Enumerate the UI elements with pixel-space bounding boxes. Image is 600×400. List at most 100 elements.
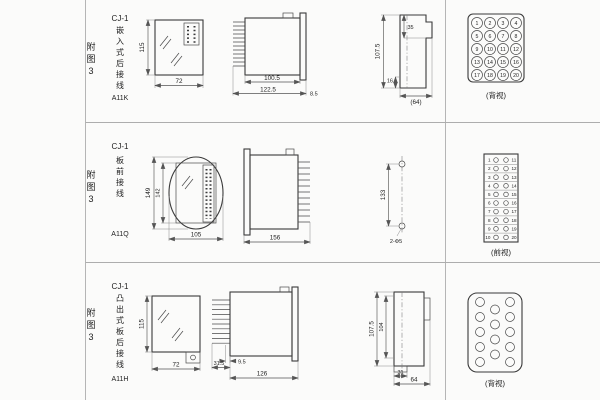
cutout-profile	[393, 291, 425, 367]
pin-number: 14	[512, 183, 518, 188]
pin-circle	[503, 200, 509, 206]
pin-circle	[471, 17, 483, 29]
pin-circle	[497, 17, 509, 29]
dim-label-flange: 8.5	[310, 92, 318, 98]
pin-number: 5	[476, 34, 479, 40]
dim-panel-inner: 104	[379, 295, 394, 359]
pin-circle	[503, 157, 509, 163]
pin-circle	[471, 56, 483, 68]
dim-label: 104	[379, 322, 385, 331]
pin-circle	[490, 304, 500, 315]
fig-char: 附	[86, 307, 95, 318]
pin-number: 20	[512, 235, 518, 240]
pin-number: 11	[500, 47, 505, 53]
pin-number: 14	[487, 60, 493, 66]
dim-height: 115	[139, 295, 152, 353]
pin-circle	[475, 342, 485, 352]
dim-height-inner: 142	[155, 162, 176, 224]
dim-height: 115	[139, 19, 155, 76]
pin-circle	[510, 43, 522, 55]
pin-circle	[493, 226, 499, 232]
top-tab	[279, 286, 290, 293]
top-tab	[282, 12, 294, 19]
pin-circle	[471, 69, 483, 81]
pin-circle	[503, 217, 509, 223]
fig-char: 附	[86, 169, 95, 180]
pin-number: 19	[512, 226, 518, 231]
row3-side-view: 9.5 31.5 126	[211, 286, 299, 381]
dim-label: (64)	[410, 99, 421, 106]
pin-circle	[493, 183, 499, 189]
cutout-profile	[399, 14, 433, 89]
pin-number: 12	[513, 47, 519, 53]
pin-number: 16	[513, 60, 519, 66]
row1-labels: 附 图 3 CJ-1 嵌 入 式 后 接 线 A11K	[86, 14, 129, 102]
pin-number: 6	[489, 34, 492, 40]
pin-number: 3	[502, 21, 505, 27]
pin-circle	[484, 43, 496, 55]
row2-drilling-plan: 133 2-Φ5	[380, 156, 406, 245]
pin-number: 19	[500, 73, 506, 79]
view-label: (背视)	[485, 378, 505, 388]
pin-number: 7	[488, 209, 491, 214]
pin-number: 16	[512, 201, 518, 206]
type-code: A11K	[112, 95, 129, 102]
view-label: (前视)	[491, 247, 511, 257]
pin-number: 1	[476, 21, 479, 27]
terminal-strip-outline	[483, 153, 519, 243]
mounting-flange	[243, 148, 251, 236]
pin-number: 11	[512, 158, 517, 163]
pin-circle	[505, 327, 515, 337]
pin-circle	[505, 312, 515, 322]
pin-circle	[510, 30, 522, 42]
mirror-marks	[157, 309, 184, 342]
pin-number: 4	[515, 21, 518, 27]
dim-label: 72	[175, 78, 183, 85]
dim-label: 149	[145, 187, 152, 198]
type-code: A11H	[112, 376, 129, 383]
mount-char: 式	[116, 315, 124, 325]
terminal-pins	[212, 299, 230, 344]
mount-char: 线	[116, 188, 124, 198]
mount-char: 出	[116, 304, 124, 314]
pin-circle	[503, 165, 509, 172]
model-label: CJ-1	[112, 142, 129, 151]
dim-label: 9.5	[238, 360, 246, 366]
row3-pin-view: (背视)	[467, 292, 523, 388]
pin-circle	[493, 217, 499, 223]
pin-circle	[503, 183, 509, 189]
fig-char: 附	[86, 41, 95, 52]
pin-grid-back-view: 1 2 3 4 5 6 7 8 9 10 11 12 13 14 15 16 1…	[471, 17, 522, 81]
model-label: CJ-1	[112, 282, 129, 291]
row3-front-view: 115 72	[139, 295, 201, 372]
row2-side-view: 156	[243, 148, 311, 245]
pin-number: 8	[515, 34, 518, 40]
pin-number: 9	[476, 47, 479, 53]
dim-width: 105	[168, 196, 224, 242]
pin-circle	[471, 43, 483, 55]
pin-circle	[503, 208, 509, 215]
mount-char: 入	[116, 37, 124, 46]
dim-label: 126	[257, 371, 268, 378]
pin-circle	[490, 334, 500, 345]
pin-number: 10	[487, 47, 493, 53]
pin-number: 17	[474, 73, 480, 79]
dim-label: 31	[397, 370, 403, 376]
row3-labels: 附 图 3 CJ-1 凸 出 式 板 后 接 线 A11H	[86, 282, 129, 383]
dim-panel-height: 107.5	[369, 291, 394, 367]
row1-side-view: 100.5 122.5 8.5	[232, 12, 318, 98]
model-label: CJ-1	[112, 14, 129, 23]
row3-panel-cutout: 107.5 104 31 64	[369, 291, 431, 387]
fig-char: 3	[88, 66, 93, 76]
dim-label: 133	[380, 189, 387, 200]
terminal-block	[185, 351, 201, 364]
fig-char: 3	[88, 332, 93, 342]
relay-body	[244, 17, 301, 76]
pin-circle	[510, 17, 522, 29]
pin-circle	[493, 234, 499, 241]
pin-circle	[493, 165, 499, 172]
dim-panel-width: 64	[393, 320, 431, 387]
pin-circle	[493, 200, 499, 206]
dim-label: 105	[191, 232, 202, 239]
